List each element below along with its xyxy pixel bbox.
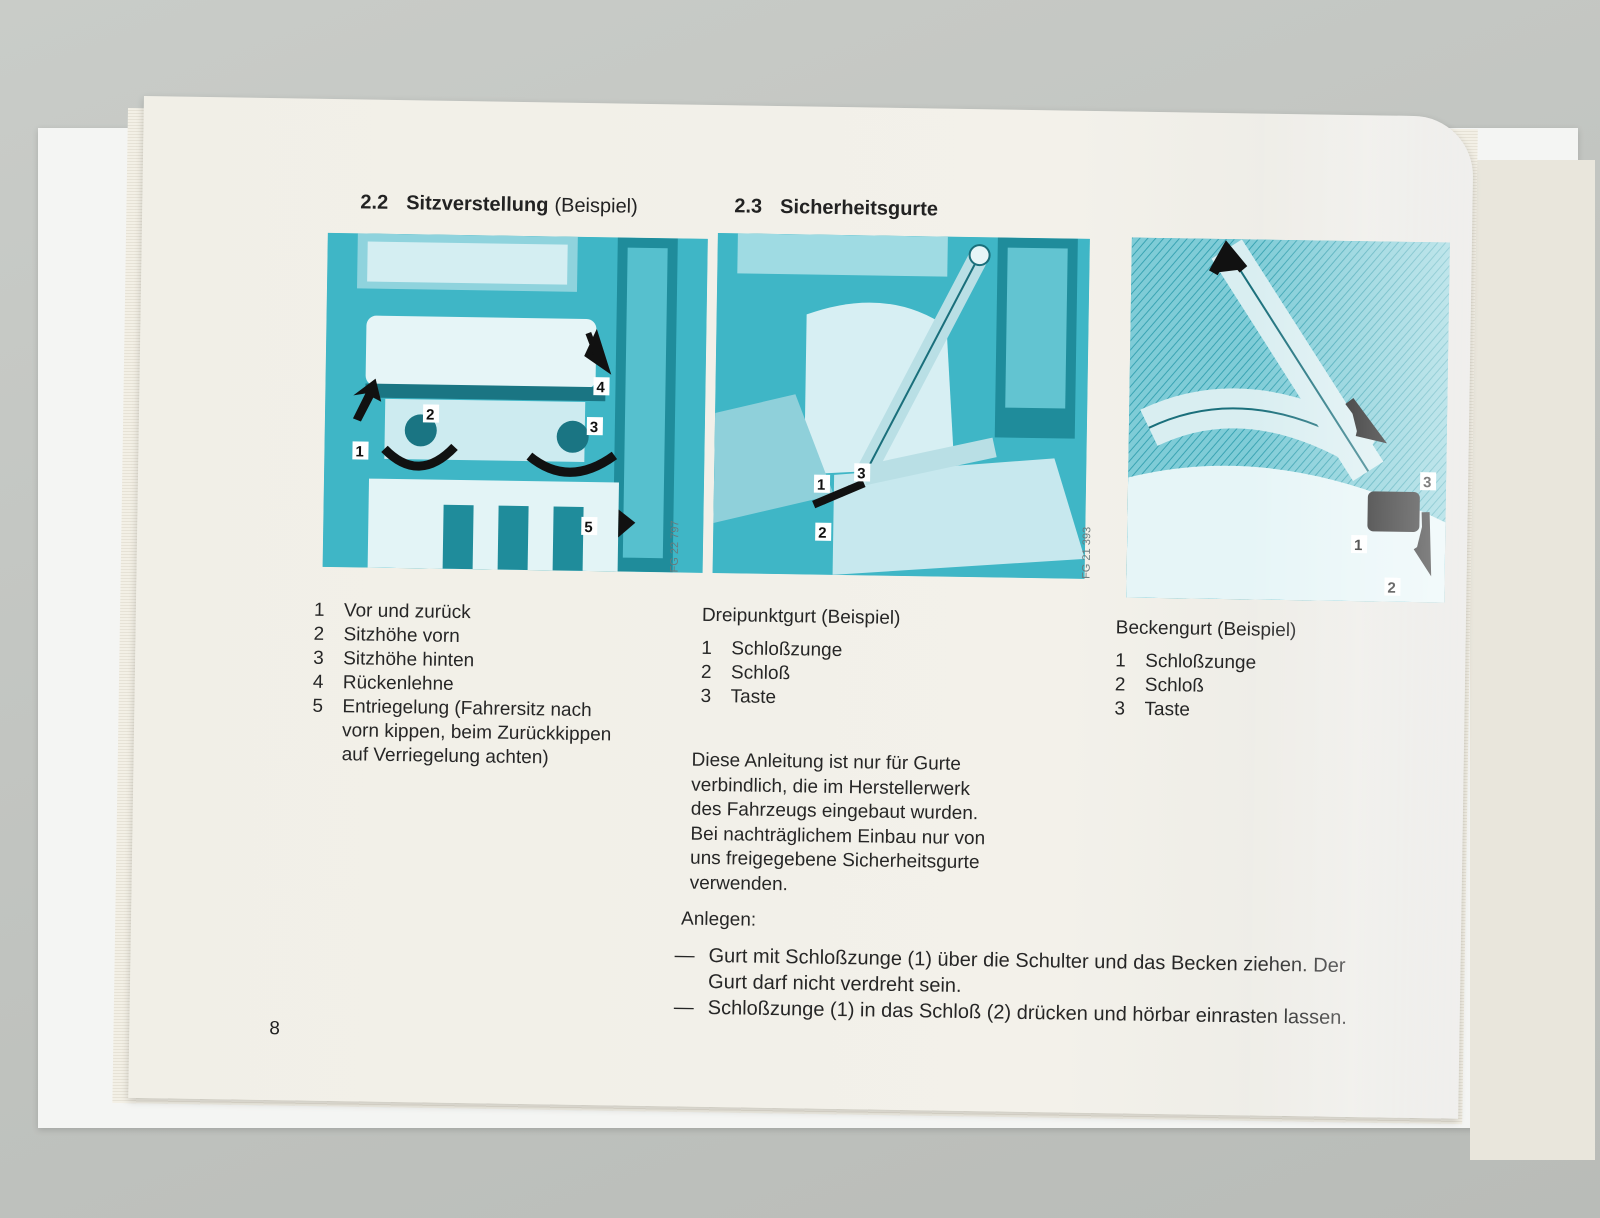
figure-code: FG 22 797 [668,520,682,573]
figure-callout: 2 [426,406,435,423]
belt-notice: Diese Anleitung ist nur für Gurte verbin… [690,749,987,901]
section-suffix: (Beispiel) [554,194,638,218]
figure-code: FG 21 393 [1080,526,1094,579]
section-title: Sicherheitsgurte [779,196,939,221]
section-number: 2.2 [360,191,389,214]
fastening-label: Anlegen: [680,908,757,931]
figure-callout: 3 [857,465,866,482]
figure-callout: 2 [1387,580,1396,597]
seat-adjustment-figure: 1 2 3 4 5 [322,232,708,573]
manual-page: 2.2 Sitzverstellung(Beispiel) 2.3 Sicherhe… [128,96,1474,1119]
figure-callout: 1 [355,443,364,460]
lap-belt-figure: 1 2 3 [1126,237,1450,603]
fastening-steps: — Gurt mit Schloßzunge (1) über die Schu… [674,942,1475,1033]
right-facing-sheet [1470,160,1595,1160]
heading-seat-adjustment: 2.2 Sitzverstellung(Beispiel) [360,191,638,218]
heading-seat-belts: 2.3 Sicherheitsgurte [734,195,938,221]
figure-callout: 4 [596,379,605,396]
figure-callout: 1 [817,477,826,494]
three-point-belt-figure: 1 2 3 [712,233,1090,579]
lap-belt-caption: Beckengurt (Beispiel) [1115,617,1297,642]
section-title: Sitzverstellung [405,192,549,217]
figure-callout: 1 [1354,537,1363,554]
notice-line: verwenden. [689,872,789,895]
figure-callout: 5 [584,519,593,536]
figure-callout: 3 [1423,474,1432,491]
figure-callout: 3 [590,419,599,436]
section-number: 2.3 [734,195,763,218]
page-number: 8 [269,1018,281,1040]
figure-callout: 2 [818,525,827,542]
three-point-caption: Dreipunktgurt (Beispiel) [701,604,901,629]
